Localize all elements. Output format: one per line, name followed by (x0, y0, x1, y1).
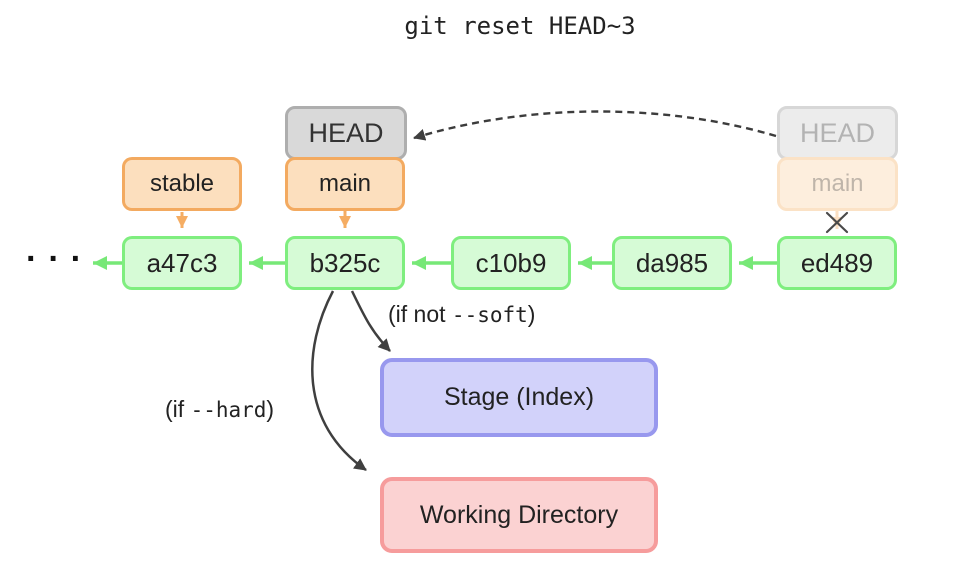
cross-out-x (825, 211, 849, 234)
commit-da985: da985 (612, 236, 732, 290)
working-directory-box: Working Directory (380, 477, 658, 553)
arrow-b325c-to-stage (350, 290, 391, 352)
hard-condition-note: (if --hard) (165, 396, 274, 423)
commit-a47c3: a47c3 (122, 236, 242, 290)
ref-arrows (176, 211, 843, 229)
history-ellipsis: ··· (26, 240, 93, 278)
soft-condition-note: (if not --soft) (388, 301, 535, 328)
hard-note-flag: --hard (190, 398, 267, 422)
stable-branch-label: stable (122, 157, 242, 211)
main-branch-label-old: main (777, 157, 898, 211)
hard-note-prefix: (if (165, 396, 191, 422)
soft-note-suffix: ) (527, 301, 536, 327)
arrow-head-move-dashed (413, 110, 777, 141)
soft-note-flag: --soft (451, 303, 528, 327)
head-label: HEAD (285, 106, 407, 160)
head-label-old: HEAD (777, 106, 898, 160)
commit-c10b9: c10b9 (451, 236, 571, 290)
hard-note-suffix: ) (266, 396, 275, 422)
commit-b325c: b325c (285, 236, 405, 290)
stage-index-box: Stage (Index) (380, 358, 658, 437)
soft-note-prefix: (if not (388, 301, 452, 327)
main-branch-label: main (285, 157, 405, 211)
commit-ed489: ed489 (777, 236, 897, 290)
diagram-title: git reset HEAD~3 (404, 12, 636, 40)
arrow-b325c-to-working (311, 290, 367, 472)
